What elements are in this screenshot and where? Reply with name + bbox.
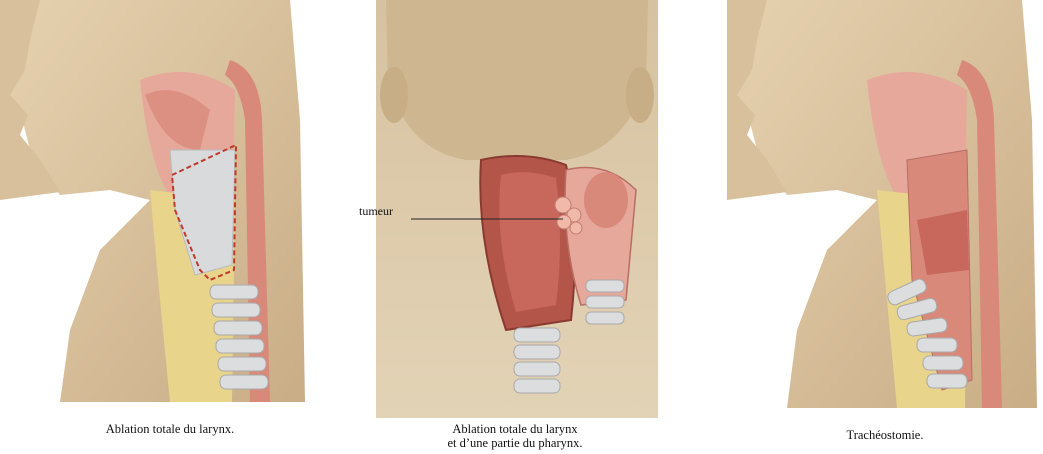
caption-line: Ablation totale du larynx.	[40, 422, 300, 436]
tumor-label: tumeur	[359, 204, 393, 219]
chin	[386, 0, 648, 160]
neck-side-view-1	[0, 0, 310, 402]
caption-larynx-pharynx: Ablation totale du larynx et d’une parti…	[380, 422, 650, 450]
caption-line-1: Ablation totale du larynx	[380, 422, 650, 436]
caption-line: Trachéostomie.	[755, 428, 1015, 442]
illustration-total-laryngectomy	[0, 0, 310, 402]
caption-line-2: et d’une partie du pharynx.	[380, 436, 650, 450]
neck-front-view	[376, 0, 658, 418]
illustration-tracheostomy	[727, 0, 1043, 408]
trachea-rings-side	[586, 280, 624, 324]
epiglottis	[584, 172, 628, 228]
ear-left	[380, 67, 408, 123]
neck-side-view-3	[727, 0, 1043, 408]
illustration-larynx-pharynx-ablation	[376, 0, 658, 418]
caption-total-laryngectomy: Ablation totale du larynx.	[40, 422, 300, 436]
caption-tracheostomy: Trachéostomie.	[755, 428, 1015, 442]
ear-right	[626, 67, 654, 123]
